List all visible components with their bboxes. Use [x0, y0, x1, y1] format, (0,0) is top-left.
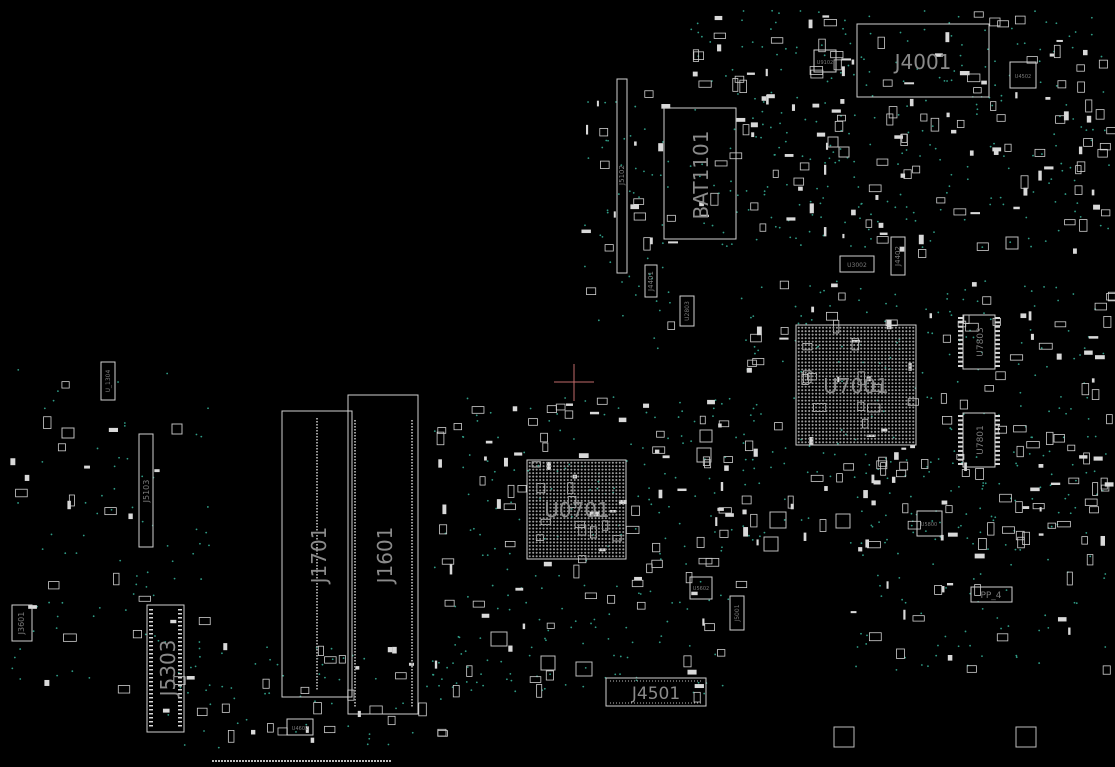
component-label-u1304: U_1304 [105, 369, 112, 392]
component-label-bat1101: BAT1101 [689, 131, 713, 220]
component-label-j4001: J4001 [893, 50, 952, 74]
bga-pads-u7001 [797, 326, 915, 444]
component-j1601[interactable]: J1601 [347, 394, 419, 715]
component-j4001[interactable]: J4001 [856, 23, 990, 98]
component-label-u4502: U4502 [1015, 74, 1031, 80]
component-pp4[interactable]: PP_4 [970, 586, 1013, 603]
component-j5303[interactable]: J5303 [146, 604, 185, 733]
component-label-u7801: U7801 [976, 425, 986, 455]
component-label-pp4: PP_4 [980, 591, 1001, 601]
component-label-u2803: U2803 [684, 301, 691, 321]
component-u4602[interactable]: U4602 [286, 718, 314, 736]
component-u5602[interactable]: U5602 [689, 576, 713, 600]
component-label-j5303: J5303 [156, 640, 180, 699]
component-u0701[interactable]: U0701 [526, 459, 627, 560]
component-u9102[interactable]: U9102 [813, 49, 837, 73]
component-label-u4602: U4602 [292, 726, 308, 732]
small-components [10, 11, 1115, 748]
component-label-u9102: U9102 [817, 60, 833, 66]
component-j1701[interactable]: J1701 [281, 410, 353, 698]
component-label-u5602: U5602 [693, 586, 709, 592]
component-label-u7001: U7001 [823, 374, 889, 398]
component-label-u3002: U3002 [847, 262, 867, 269]
component-label-j4401: J4401 [647, 271, 655, 292]
component-u3002[interactable]: U3002 [839, 255, 875, 273]
component-u7803[interactable]: U7803 [958, 314, 1000, 370]
component-label-j5001: J5001 [734, 604, 741, 622]
component-j3601[interactable]: J3601 [11, 604, 33, 642]
component-u2803[interactable]: U2803 [679, 295, 695, 327]
via-field [11, 9, 1110, 749]
component-label-j4402: J4402 [894, 246, 902, 267]
component-u4502[interactable]: U4502 [1009, 61, 1037, 89]
component-j5103[interactable]: J5103 [138, 433, 154, 548]
component-bat1101[interactable]: BAT1101 [663, 107, 737, 240]
component-j4401[interactable]: J4401 [644, 264, 658, 298]
component-j5001[interactable]: J5001 [729, 595, 745, 631]
component-label-j1601: J1601 [373, 527, 397, 586]
component-j4402[interactable]: J4402 [890, 236, 906, 276]
component-u5800[interactable]: U5800 [916, 510, 943, 537]
component-u7801[interactable]: U7801 [958, 412, 1000, 468]
component-label-j5102: J5102 [618, 165, 626, 186]
component-label-j5103: J5103 [142, 480, 151, 504]
component-j5102[interactable]: J5102 [616, 78, 628, 274]
component-label-u7803: U7803 [976, 327, 986, 357]
component-u1304[interactable]: U_1304 [100, 361, 116, 401]
component-label-j4501: J4501 [631, 684, 680, 704]
component-j4501[interactable]: J4501 [605, 677, 707, 707]
component-label-u0701: U0701 [544, 498, 610, 522]
component-label-j1701: J1701 [307, 527, 331, 586]
component-label-u5800: U5800 [921, 522, 937, 528]
crosshair-cursor-icon [554, 364, 594, 401]
bga-pads-u0701 [528, 461, 625, 558]
component-u7001[interactable]: U7001 [795, 324, 917, 446]
component-label-j3601: J3601 [17, 612, 26, 636]
